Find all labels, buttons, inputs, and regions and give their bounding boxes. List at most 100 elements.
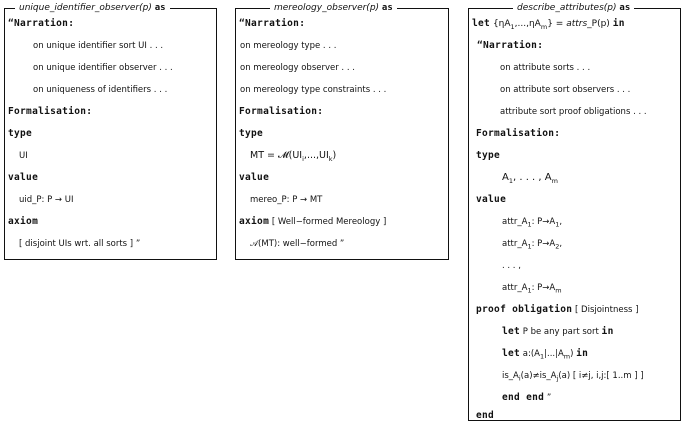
formalisation-heading: Formalisation:: [239, 106, 324, 117]
subscript: 1: [510, 22, 515, 31]
caption-name: describe_attributes(p): [517, 3, 617, 13]
value-signature: attr_A1: P→A1,: [502, 216, 562, 231]
axiom-text: [ disjoint UIs wrt. all sorts ] ”: [19, 239, 141, 249]
narration-line: on mereology type constraints . . .: [240, 85, 387, 95]
mereology-observer-box: mereology_observer(p) as “Narration: on …: [235, 3, 449, 260]
type-part: , . . . , A: [512, 172, 552, 183]
in-keyword: in: [576, 348, 589, 359]
value-signature: uid_P: P → UI: [19, 195, 74, 205]
value-signature: attr_A1: P→A2,: [502, 238, 562, 253]
subscript: 1: [508, 177, 513, 185]
narration-line: on unique identifier sort UI . . .: [33, 41, 164, 51]
type-value: UI: [19, 151, 28, 161]
proof-part: ): [570, 349, 574, 359]
subscript: m: [540, 22, 548, 31]
narration-line: on attribute sorts . . .: [500, 63, 591, 73]
caption-as: as: [381, 3, 393, 13]
proof-part: |...|A: [544, 349, 564, 359]
proof-note: [ Disjointness ]: [575, 305, 639, 315]
narration-heading: “Narration:: [477, 40, 544, 51]
subscript: 1: [539, 352, 545, 361]
formalisation-heading: Formalisation:: [8, 106, 93, 117]
value-ellipsis: . . . ,: [502, 261, 521, 271]
type-def-part: ): [332, 150, 337, 161]
proof-let-line: let a:(A1|...|Am) in: [502, 348, 588, 363]
let-keyword: let: [472, 18, 491, 29]
narration-line: attribute sort proof obligations . . .: [500, 107, 647, 117]
narration-line: on unique identifier observer . . .: [33, 63, 173, 73]
sig-part: : P→A: [531, 283, 556, 293]
caption-as: as: [154, 3, 166, 13]
proof-let-line: let P be any part sort in: [502, 326, 614, 338]
subscript: 1: [527, 286, 532, 295]
caption-name: unique_identifier_observer(p): [19, 3, 152, 13]
subscript: k: [328, 154, 333, 163]
sig-part: : P→A: [531, 239, 556, 249]
let-part: ,...,ηA: [514, 19, 541, 29]
axiom-note: [ Well−formed Mereology ]: [271, 217, 387, 227]
axiom-line: axiom [ Well−formed Mereology ]: [239, 216, 386, 228]
value-keyword: value: [8, 172, 39, 183]
subscript: 1: [527, 220, 532, 229]
proof-part: a:(A: [522, 349, 540, 359]
subscript: i: [518, 374, 521, 383]
let-keyword: let: [502, 326, 521, 337]
closing-quote: ”: [546, 393, 552, 403]
narration-line: on uniqueness of identifiers . . .: [33, 85, 168, 95]
type-part: A: [502, 172, 509, 183]
in-keyword: in: [601, 326, 614, 337]
unique-identifier-observer-box: unique_identifier_observer(p) as “Narrat…: [4, 3, 217, 260]
subscript: j: [556, 374, 559, 383]
sig-part: attr_A: [502, 283, 528, 293]
axiom-text: 𝒜(MT): well−formed ”: [250, 239, 345, 249]
caption-as: as: [619, 3, 631, 13]
sig-part: attr_A: [502, 217, 528, 227]
proof-part: (a)≠is_A: [520, 371, 557, 381]
formalisation-heading: Formalisation:: [476, 128, 561, 139]
value-signature: attr_A1: P→Am: [502, 282, 562, 297]
let-part: } =: [547, 19, 567, 29]
sig-part: ,: [559, 239, 563, 249]
type-definition: MT = 𝓜(UIi,...,UIk): [250, 150, 336, 165]
proof-condition: is_Ai(a)≠is_Aj(a) [ i≠j, i,j:[ 1..m ] ]: [502, 370, 644, 385]
let-keyword: let: [502, 348, 521, 359]
narration-line: on mereology observer . . .: [240, 63, 355, 73]
end-keyword: end: [476, 410, 495, 421]
narration-heading: “Narration:: [8, 18, 75, 29]
subscript: m: [555, 286, 562, 295]
narration-heading: “Narration:: [239, 18, 306, 29]
narration-line: on mereology type . . .: [240, 41, 337, 51]
type-keyword: type: [239, 128, 264, 139]
caption-name: mereology_observer(p): [274, 3, 380, 13]
proof-part: is_A: [502, 371, 519, 381]
type-list: A1, . . . , Am: [502, 172, 558, 187]
end-end-line: end end ”: [502, 392, 551, 404]
value-signature: mereo_P: P → MT: [250, 195, 323, 205]
narration-line: on attribute sort observers . . .: [500, 85, 631, 95]
sig-part: attr_A: [502, 239, 528, 249]
type-def-part: ,...,UI: [303, 150, 329, 161]
sig-part: : P→A: [531, 217, 556, 227]
type-keyword: type: [8, 128, 33, 139]
proof-text: P be any part sort: [522, 327, 599, 337]
subscript: m: [563, 352, 571, 361]
type-def-part: MT = 𝓜(UI: [250, 150, 303, 161]
subscript: 2: [555, 242, 560, 251]
subscript: i: [302, 154, 304, 163]
proof-obligation-keyword: proof obligation: [476, 304, 573, 315]
let-function: attrs: [566, 19, 588, 29]
subscript: m: [551, 177, 558, 185]
box-caption: describe_attributes(p) as: [469, 2, 680, 14]
let-part: _P(p): [587, 19, 610, 29]
let-part: {ηA: [492, 19, 511, 29]
box-caption: unique_identifier_observer(p) as: [5, 2, 216, 14]
axiom-keyword: axiom: [8, 216, 39, 227]
proof-part: (a) [ i≠j, i,j:[ 1..m ] ]: [558, 371, 644, 381]
in-keyword: in: [612, 18, 625, 29]
type-keyword: type: [476, 150, 501, 161]
value-keyword: value: [476, 194, 507, 205]
proof-obligation-line: proof obligation [ Disjointness ]: [476, 304, 639, 316]
subscript: 1: [527, 242, 532, 251]
let-binding: let {ηA1,...,ηAm} = attrs_P(p) in: [472, 18, 625, 33]
describe-attributes-box: describe_attributes(p) as let {ηA1,...,η…: [468, 3, 681, 421]
